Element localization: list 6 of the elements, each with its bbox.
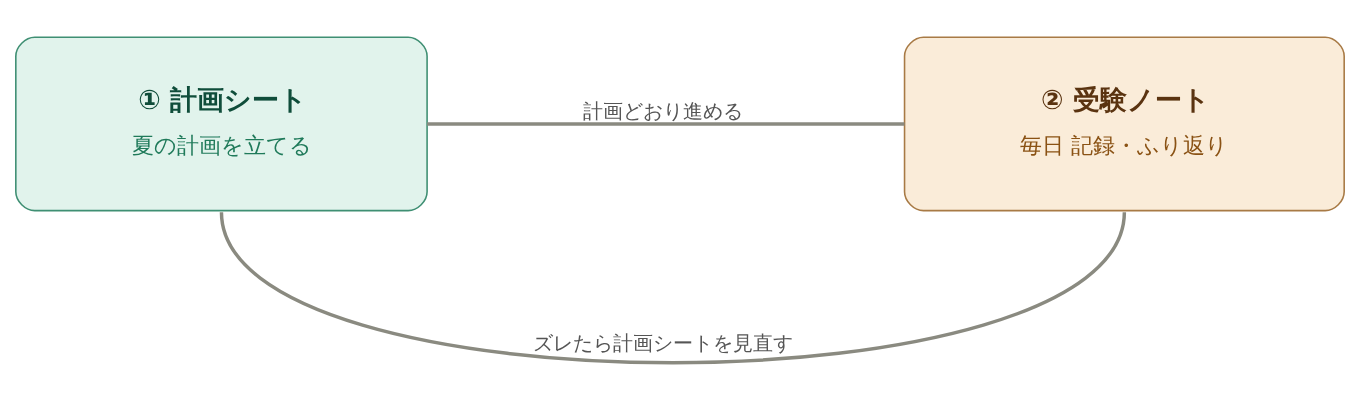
edge-label: 計画どおり進める <box>582 99 743 124</box>
connector <box>219 211 1126 365</box>
connector <box>427 122 905 126</box>
node-box: ① 計画シート 夏の計画を立てる <box>15 36 428 212</box>
node-box: ② 受験ノート 毎日 記録・ふり返り <box>903 36 1345 212</box>
edge-label: ズレたら計画シートを見直す <box>532 330 793 355</box>
